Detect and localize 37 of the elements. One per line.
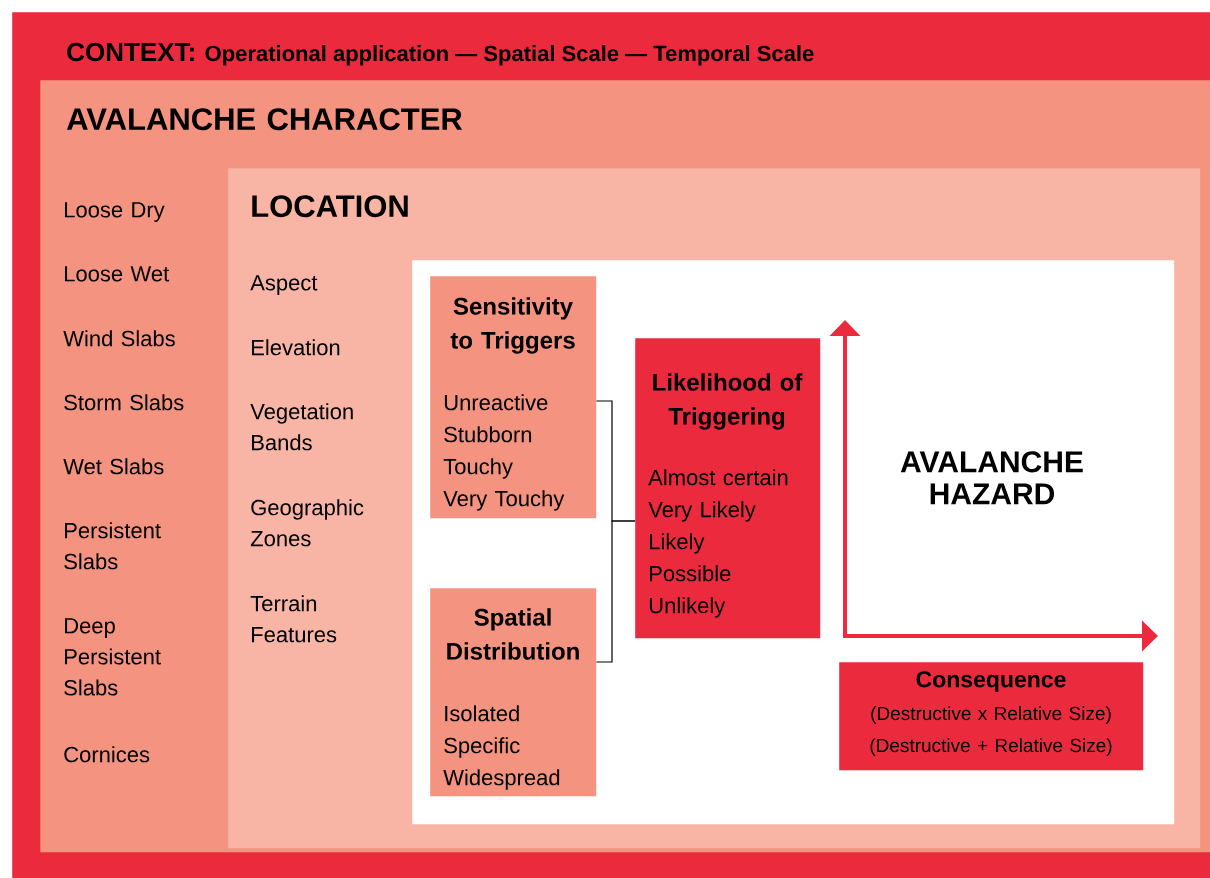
list-item: Likely	[650, 533, 705, 554]
list-item: Aspect	[250, 275, 318, 295]
list-item: Wet Slabs	[63, 458, 164, 475]
heading: Likelihood of Triggering	[653, 373, 803, 430]
list-item: Vegetation Bands	[250, 403, 353, 451]
formula-text: (Destructive + Relative Size)	[870, 738, 1112, 756]
list-item: Wind Slabs	[63, 330, 175, 347]
list-item: Widespread	[443, 769, 560, 790]
formula-text: (Destructive x Relative Size)	[871, 706, 1111, 724]
list-item: Loose Dry	[65, 202, 165, 222]
list-item: Deep Persistent Slabs	[64, 618, 161, 696]
list-item: Geographic Zones	[250, 499, 364, 547]
heading: Sensitivity to Triggers	[450, 297, 575, 354]
list-item: Loose Wet	[65, 266, 170, 282]
heading: Operational application — Spatial Scale — Temporal Scale	[205, 45, 814, 66]
list-item: Stubborn	[444, 426, 532, 443]
heading: CONTEXT:	[67, 42, 194, 62]
list-item: Possible	[650, 565, 731, 582]
list-item: Unlikely	[649, 597, 726, 618]
list-item: Unreactive	[444, 394, 548, 411]
list-item: Terrain Features	[250, 595, 337, 643]
heading: LOCATION	[252, 195, 408, 218]
heading: AVALANCHE HAZARD	[900, 451, 1083, 505]
list-item: Isolated	[445, 705, 519, 722]
list-item: Storm Slabs	[64, 394, 184, 411]
list-item: Specific	[444, 737, 520, 758]
heading: Spatial Distribution	[447, 608, 579, 660]
bracket-connector	[595, 520, 636, 663]
list-item: Very Touchy	[443, 490, 565, 511]
heading: AVALANCHE CHARACTER	[67, 108, 463, 131]
list-item: Almost certain	[648, 469, 788, 486]
list-item: Elevation	[252, 339, 340, 356]
heading: Consequence	[916, 671, 1066, 692]
list-item: Touchy	[443, 458, 513, 479]
list-item: Persistent Slabs	[64, 522, 161, 570]
list-item: Cornices	[64, 746, 150, 763]
list-item: Very Likely	[648, 501, 756, 522]
